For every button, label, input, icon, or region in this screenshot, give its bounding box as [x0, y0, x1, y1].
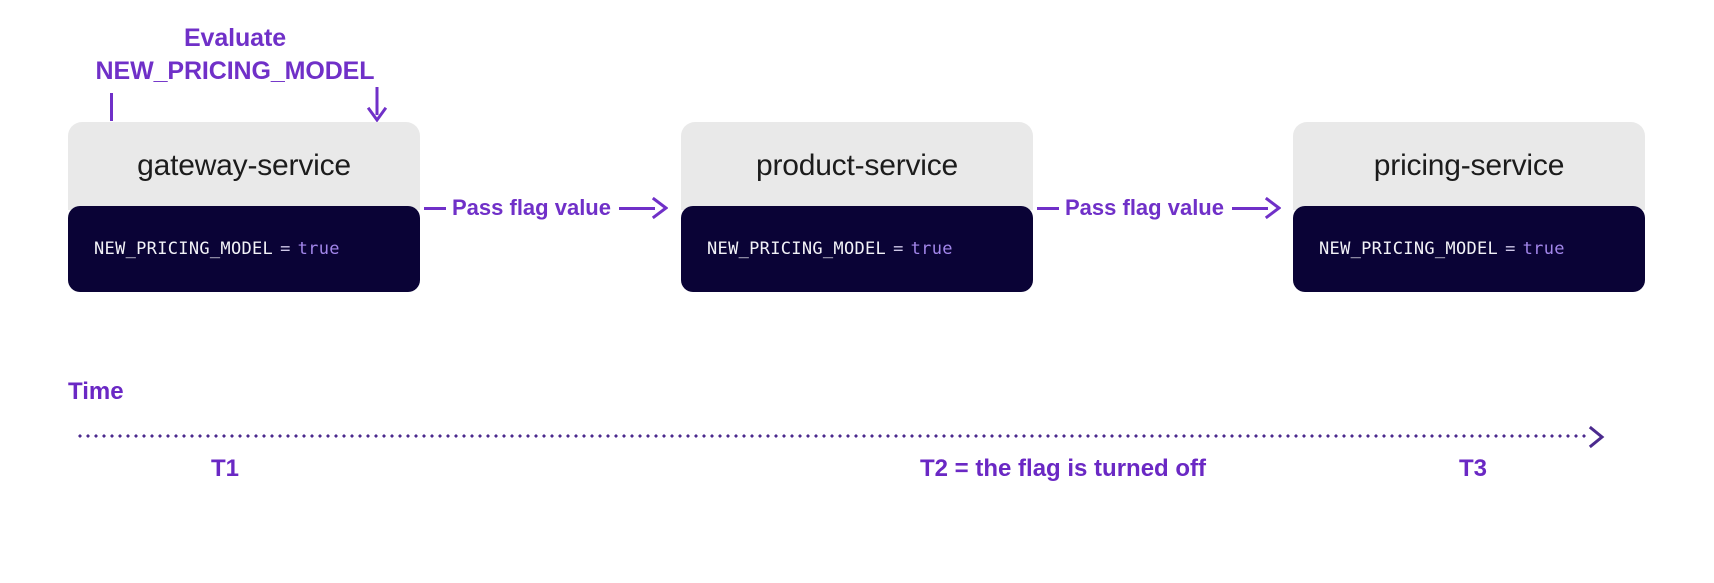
- down-arrow-icon: [366, 87, 388, 123]
- flag-key: NEW_PRICING_MODEL: [94, 239, 274, 259]
- flag-key: NEW_PRICING_MODEL: [707, 239, 887, 259]
- flag-equals: =: [1505, 239, 1516, 259]
- timeline-dotted-line: [76, 434, 1586, 438]
- timeline-marker-t2: T2 = the flag is turned off: [920, 455, 1207, 482]
- connector-tail: [1231, 206, 1268, 210]
- connector-tail: [618, 206, 655, 210]
- service-card-pricing: pricing-service NEW_PRICING_MODEL = true: [1293, 122, 1645, 292]
- annotation-line-1: Evaluate: [183, 24, 287, 52]
- timeline-arrow-right-icon: [1588, 425, 1606, 449]
- connector-product-to-pricing: Pass flag value: [1037, 188, 1282, 228]
- evaluate-annotation: Evaluate NEW_PRICING_MODEL: [95, 22, 375, 88]
- connector-label: Pass flag value: [452, 195, 611, 220]
- flag-key: NEW_PRICING_MODEL: [1319, 239, 1499, 259]
- service-flag-code-gateway: NEW_PRICING_MODEL = true: [68, 206, 420, 292]
- service-flag-code-product: NEW_PRICING_MODEL = true: [681, 206, 1033, 292]
- timeline-marker-t3: T3: [1459, 455, 1488, 482]
- flag-equals: =: [280, 239, 291, 259]
- arrow-right-icon: [651, 196, 669, 220]
- arrow-right-icon: [1264, 196, 1282, 220]
- annotation-line-2: NEW_PRICING_MODEL: [95, 57, 375, 85]
- service-flag-code-pricing: NEW_PRICING_MODEL = true: [1293, 206, 1645, 292]
- flag-value: true: [910, 239, 953, 259]
- service-card-gateway: gateway-service NEW_PRICING_MODEL = true: [68, 122, 420, 292]
- timeline-label: Time: [68, 378, 124, 405]
- service-name-pricing: pricing-service: [1293, 122, 1645, 210]
- flag-value: true: [297, 239, 340, 259]
- connector-label: Pass flag value: [1065, 195, 1224, 220]
- service-card-product: product-service NEW_PRICING_MODEL = true: [681, 122, 1033, 292]
- timeline-axis: [76, 424, 1624, 449]
- timeline-marker-t1: T1: [211, 455, 240, 482]
- service-name-product: product-service: [681, 122, 1033, 210]
- flag-equals: =: [893, 239, 904, 259]
- connector-gateway-to-product: Pass flag value: [424, 188, 669, 228]
- connector-stub: [1037, 206, 1059, 210]
- evaluate-start-tick: [110, 93, 113, 121]
- service-name-gateway: gateway-service: [68, 122, 420, 210]
- flag-value: true: [1522, 239, 1565, 259]
- connector-stub: [424, 206, 446, 210]
